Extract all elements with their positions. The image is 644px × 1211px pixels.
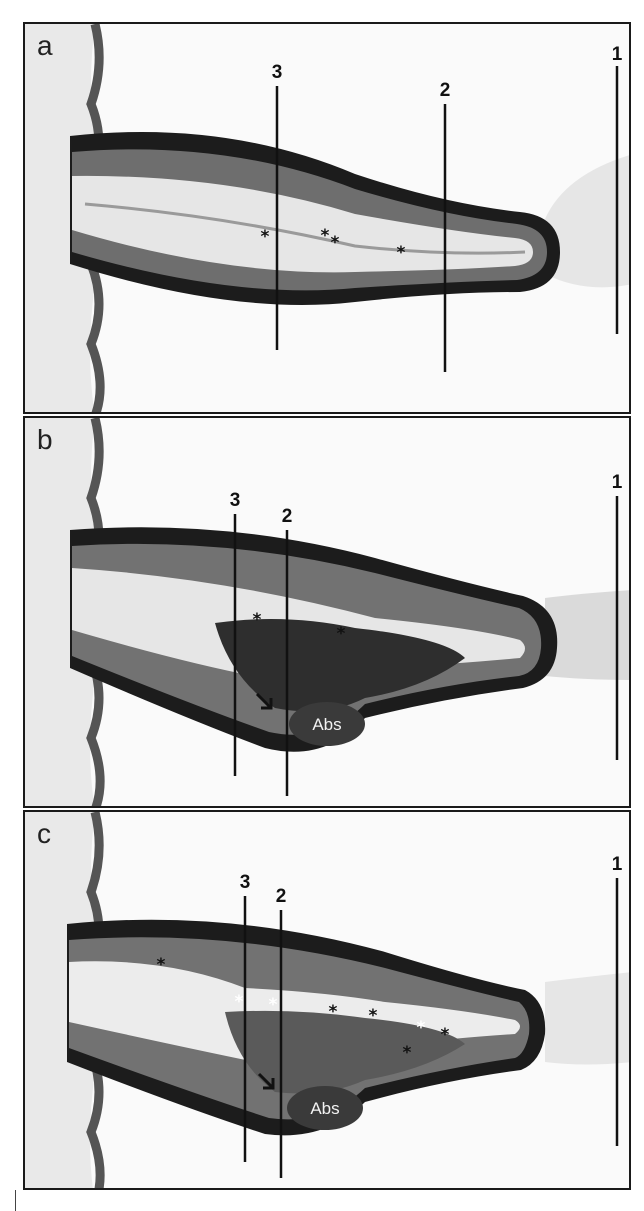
asterisk-marker: *: [417, 1018, 426, 1038]
panel-label: b: [37, 424, 53, 456]
section-label-2: 2: [276, 886, 287, 907]
panel-b-illustration: Abs 1 2 3 * *: [25, 418, 631, 808]
asterisk-marker: *: [157, 955, 166, 975]
abscess-label: Abs: [310, 1099, 339, 1118]
asterisk-marker: *: [235, 992, 244, 1012]
asterisk-marker: *: [331, 233, 340, 253]
asterisk-marker: *: [403, 1043, 412, 1063]
asterisk-marker: *: [269, 995, 278, 1015]
section-label-1: 1: [612, 854, 623, 875]
asterisk-marker: *: [369, 1006, 378, 1026]
abscess-label: Abs: [312, 715, 341, 734]
section-label-3: 3: [240, 872, 251, 893]
asterisk-marker: *: [441, 1025, 450, 1045]
panel-a-illustration: 1 2 3 * * * *: [25, 24, 631, 414]
section-label-2: 2: [440, 80, 451, 101]
asterisk-marker: *: [329, 1002, 338, 1022]
page-edge-mark: [15, 1190, 16, 1211]
panel-label: c: [37, 818, 51, 850]
section-label-2: 2: [282, 506, 293, 527]
section-label-1: 1: [612, 472, 623, 493]
asterisk-marker: *: [253, 610, 262, 630]
panel-c-illustration: Abs 1 2 3 * * * * * * * *: [25, 812, 631, 1190]
asterisk-marker: *: [337, 624, 346, 644]
asterisk-marker: *: [397, 243, 406, 263]
section-label-3: 3: [230, 490, 241, 511]
section-label-3: 3: [272, 62, 283, 83]
section-label-1: 1: [612, 44, 623, 65]
asterisk-marker: *: [261, 227, 270, 247]
panel-a: 1 2 3 * * * * a: [23, 22, 631, 414]
asterisk-marker: *: [321, 226, 330, 246]
panel-c: Abs 1 2 3 * * * * * * * * c: [23, 810, 631, 1190]
panel-label: a: [37, 30, 53, 62]
panel-b: Abs 1 2 3 * * b: [23, 416, 631, 808]
